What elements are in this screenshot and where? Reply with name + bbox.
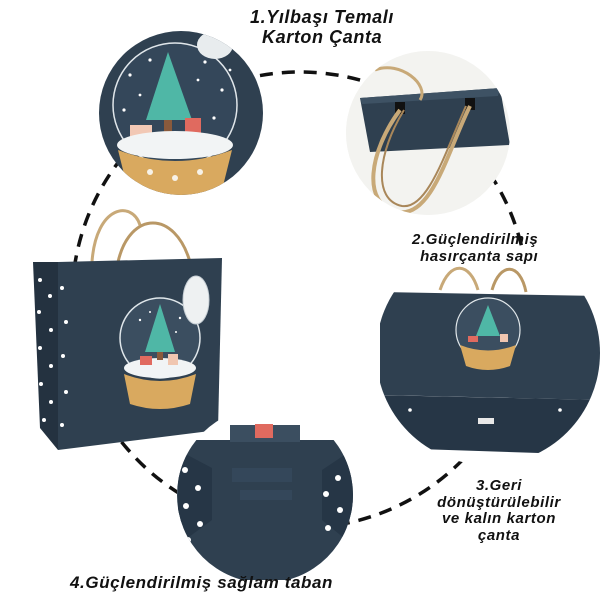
detail-circle-base — [177, 407, 353, 583]
bag-handle-right — [116, 221, 192, 263]
main-gift-bag — [33, 209, 222, 450]
detail-circle-handle — [346, 51, 510, 215]
feature-2-line-2: hasırçanta sapı — [420, 247, 539, 265]
feature-label-1: 1.Yılbaşı Temalı Karton Çanta — [250, 7, 394, 48]
feature-label-3: 3.Geri dönüştürülebilir ve kalın karton … — [404, 477, 594, 544]
bag-handle-left — [90, 209, 142, 263]
feature-1-line-1: 1.Yılbaşı Temalı — [250, 7, 394, 27]
detail-circle-material — [376, 241, 600, 465]
feature-2-line-1: 2.Güçlendirilmiş — [412, 231, 539, 248]
feature-3-line-4: çanta — [477, 526, 521, 544]
feature-4-line-1: 4.Güçlendirilmiş sağlam taban — [70, 573, 334, 592]
feature-label-4: 4.Güçlendirilmiş sağlam taban — [70, 573, 334, 593]
feature-3-line-3: ve kalın karton — [441, 510, 557, 527]
detail-circle-theme — [99, 31, 263, 195]
feature-1-line-2: Karton Çanta — [262, 26, 383, 47]
feature-label-2: 2.Güçlendirilmiş hasırçanta sapı — [412, 231, 539, 265]
feature-3-line-2: dönüştürülebilir — [437, 493, 561, 511]
feature-3-line-1: 3.Geri — [475, 477, 523, 494]
